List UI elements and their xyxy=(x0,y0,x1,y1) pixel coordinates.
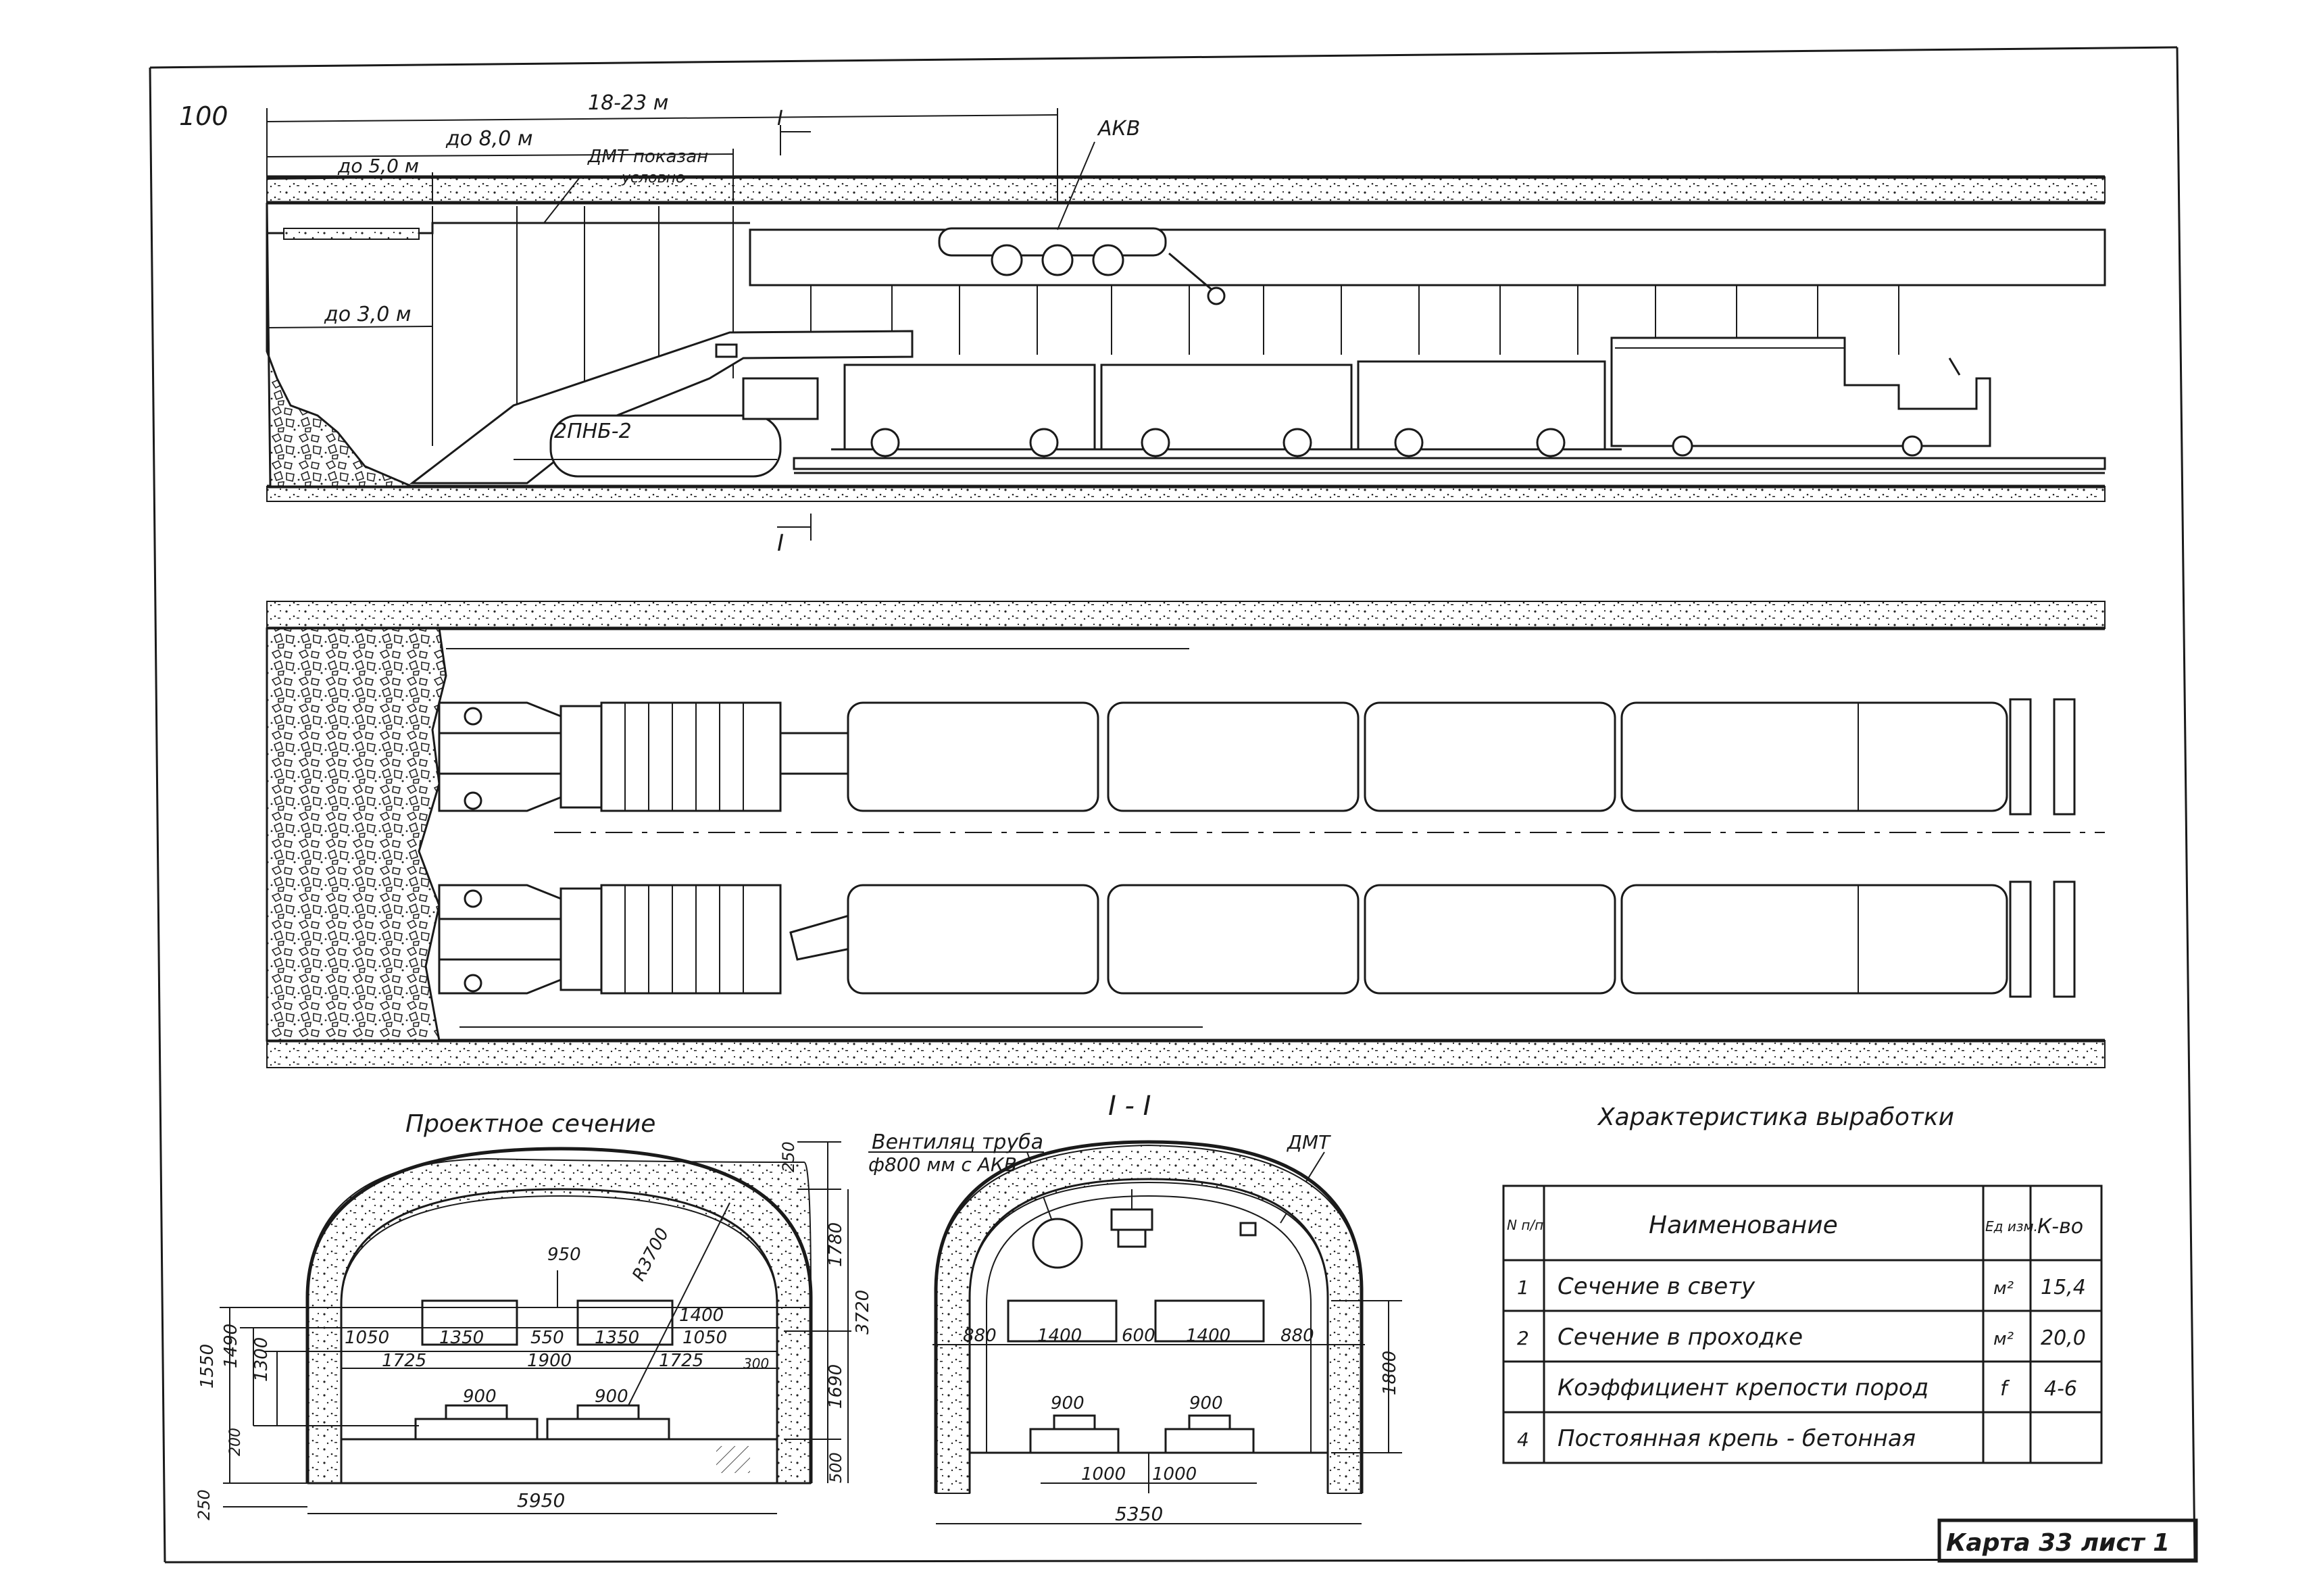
sheet-label: Карта 33 лист 1 xyxy=(1946,1529,2170,1557)
characteristics-table xyxy=(1502,1184,2103,1464)
plan-train-lower xyxy=(438,880,2076,998)
table-row: 2 Сечение в проходке м² 20,0 xyxy=(1517,1324,2086,1351)
dim-500: 500 xyxy=(826,1452,845,1483)
plan-view xyxy=(266,601,2106,1068)
akv-label: АКВ xyxy=(1097,117,1140,141)
design-section-drawing xyxy=(220,1141,851,1514)
dim-1725-b: 1725 xyxy=(659,1351,703,1371)
dim-1490: 1490 xyxy=(221,1324,241,1368)
dim-1690: 1690 xyxy=(826,1364,846,1409)
dim-5m: до 5,0 м xyxy=(337,155,419,177)
dim-1000-a: 1000 xyxy=(1081,1464,1126,1485)
shuttle-cars xyxy=(831,360,1622,457)
dim-total-length: 18-23 м xyxy=(588,91,668,115)
header-num: N п/п xyxy=(1507,1217,1543,1233)
sheet-frame xyxy=(149,46,2196,1564)
dim-1400-a: 1400 xyxy=(1037,1326,1082,1346)
dim-8m: до 8,0 м xyxy=(445,127,533,151)
dim-1050-a: 1050 xyxy=(345,1328,389,1348)
dim-200: 200 xyxy=(227,1428,244,1456)
table-row: Коэффициент крепости пород f 4-6 xyxy=(1558,1374,2077,1401)
dim-600: 600 xyxy=(1122,1326,1155,1346)
row-2-num: 2 xyxy=(1517,1327,1529,1349)
elevation-view: 2ПНБ-2 18-23 м до 8,0 м до 5,0 м ДМТ пок… xyxy=(266,91,2106,557)
row-3-unit: f xyxy=(2000,1377,2010,1401)
dim-950: 950 xyxy=(547,1245,581,1265)
row-3-qty: 4-6 xyxy=(2044,1377,2077,1401)
title-block xyxy=(1937,1518,2198,1563)
row-3-name: Коэффициент крепости пород xyxy=(1558,1374,1928,1401)
dim-5350: 5350 xyxy=(1115,1503,1163,1525)
dim-1350-b: 1350 xyxy=(595,1328,639,1348)
dim-1400: 1400 xyxy=(679,1305,724,1326)
row-4-num: 4 xyxy=(1517,1428,1529,1451)
row-1-name: Сечение в свету xyxy=(1558,1273,1756,1300)
dim-250-top: 250 xyxy=(779,1141,798,1172)
table-row: 1 Сечение в свету м² 15,4 xyxy=(1517,1273,2086,1300)
dim-880-a: 880 xyxy=(963,1326,997,1346)
dim-1900: 1900 xyxy=(527,1351,572,1371)
machine-label: 2ПНБ-2 xyxy=(554,420,632,443)
section-mark-top: I xyxy=(777,107,783,130)
section-I-title: I - I xyxy=(1108,1091,1151,1122)
dim-250-bottom: 250 xyxy=(195,1489,214,1520)
locomotive xyxy=(1610,336,1991,457)
note-dmt-conditional: условно xyxy=(621,170,684,186)
row-4-name: Постоянная крепь - бетонная xyxy=(1558,1425,1916,1452)
dim-1400-b: 1400 xyxy=(1186,1326,1230,1346)
header-name: Наименование xyxy=(1649,1212,1838,1239)
dim-880-b: 880 xyxy=(1280,1326,1314,1346)
design-section-title: Проектное сечение xyxy=(405,1110,655,1138)
elevation-dimensions xyxy=(266,108,1095,541)
row-1-qty: 15,4 xyxy=(2041,1276,2086,1299)
header-qty: К-во xyxy=(2037,1215,2083,1239)
plan-train-upper xyxy=(438,698,2076,816)
row-2-unit: м² xyxy=(1993,1329,2014,1349)
dim-3m: до 3,0 м xyxy=(324,303,412,326)
section-I-dims: 880 1400 600 1400 880 1800 900 900 1000 … xyxy=(963,1326,1400,1525)
dim-3720: 3720 xyxy=(853,1290,873,1335)
row-2-name: Сечение в проходке xyxy=(1558,1324,1803,1351)
dmt-label: ДМТ xyxy=(1286,1131,1331,1153)
dim-900-a: 900 xyxy=(1051,1393,1085,1414)
dim-900-b: 900 xyxy=(1189,1393,1223,1414)
dim-radius: R3700 xyxy=(628,1224,673,1284)
characteristics-title: Характеристика выработки xyxy=(1597,1103,1954,1131)
dim-1550: 1550 xyxy=(197,1344,218,1389)
dim-5950: 5950 xyxy=(517,1489,565,1512)
loading-machine xyxy=(409,330,914,484)
section-mark-bottom: I xyxy=(777,530,784,557)
akv-carriage xyxy=(938,227,1226,305)
note-dmt: ДМТ показан xyxy=(587,147,708,167)
dim-1300: 1300 xyxy=(251,1337,272,1382)
section-I-drawing xyxy=(868,1140,1402,1524)
vent-pipe-label-2: ф800 мм с АКВ xyxy=(868,1153,1017,1176)
dim-900-b: 900 xyxy=(595,1387,628,1407)
row-1-unit: м² xyxy=(1993,1278,2014,1299)
dim-1050-b: 1050 xyxy=(682,1328,727,1348)
row-2-qty: 20,0 xyxy=(2041,1326,2086,1350)
page-number: 100 xyxy=(179,101,228,131)
dim-900-a: 900 xyxy=(463,1387,497,1407)
dim-550: 550 xyxy=(530,1328,564,1348)
row-1-num: 1 xyxy=(1517,1276,1529,1299)
dim-1350-a: 1350 xyxy=(439,1328,484,1348)
design-section-dims: 250 1780 3720 1690 500 250 1550 1490 130… xyxy=(195,1141,873,1520)
dim-300: 300 xyxy=(743,1355,769,1372)
dim-1725-a: 1725 xyxy=(382,1351,426,1371)
header-unit: Ед изм. xyxy=(1985,1218,2038,1235)
table-row: 4 Постоянная крепь - бетонная xyxy=(1517,1425,1916,1452)
dim-1800: 1800 xyxy=(1380,1351,1400,1395)
dim-1780: 1780 xyxy=(826,1222,846,1267)
dim-1000-b: 1000 xyxy=(1152,1464,1197,1485)
vent-pipe-label: Вентиляц труба xyxy=(872,1130,1043,1154)
